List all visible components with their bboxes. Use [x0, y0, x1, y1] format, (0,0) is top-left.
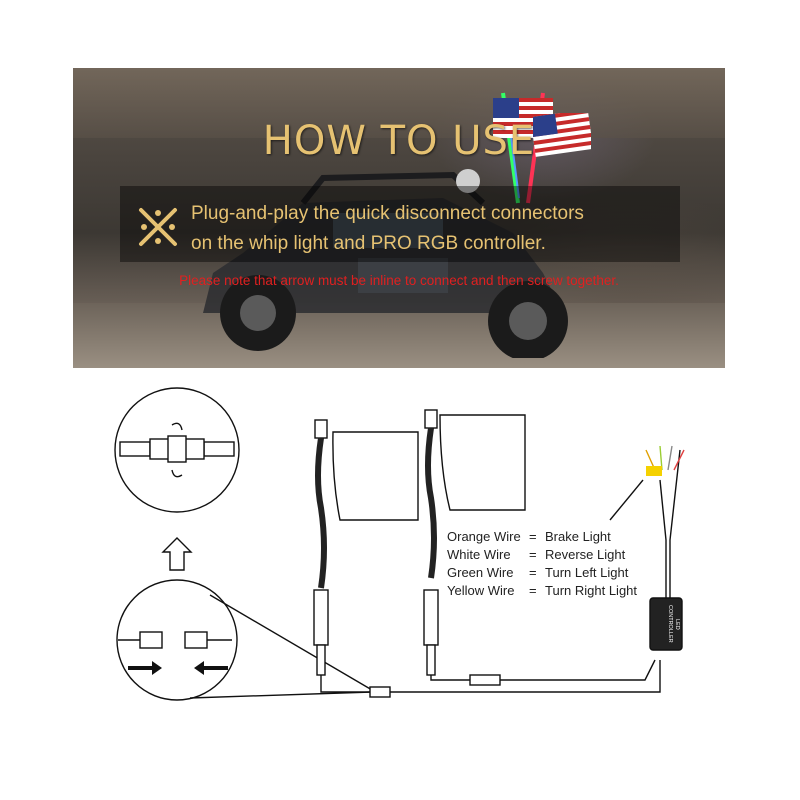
ground-background: [73, 303, 725, 368]
asterisk-icon: [139, 208, 177, 246]
utv-vehicle-image: [203, 169, 568, 358]
legend-wire: Orange Wire: [447, 529, 521, 544]
wiring-diagram: Orange Wire = Brake Light White Wire = R…: [0, 370, 800, 800]
warning-note: Please note that arrow must be inline to…: [179, 273, 619, 288]
legend-equals: =: [529, 565, 537, 580]
wire-legend: Orange Wire = Brake Light White Wire = R…: [447, 529, 647, 604]
legend-wire: Yellow Wire: [447, 583, 515, 598]
legend-row: Yellow Wire = Turn Right Light: [447, 583, 647, 601]
legend-row: Green Wire = Turn Left Light: [447, 565, 647, 583]
wiring-diagram-drawing: [114, 387, 685, 701]
american-flag-icon: [533, 113, 591, 157]
legend-equals: =: [529, 583, 537, 598]
legend-function: Reverse Light: [545, 547, 626, 562]
controller-label: LED CONTROLLER: [667, 605, 680, 643]
rock-background: [73, 68, 725, 138]
how-to-use-banner: HOW TO USE Plug-and-play the quick disco…: [73, 68, 725, 368]
instruction-box: [120, 186, 680, 262]
instruction-line-1: Plug-and-play the quick disconnect conne…: [191, 203, 584, 224]
legend-function: Turn Right Light: [545, 583, 638, 598]
legend-equals: =: [529, 529, 537, 544]
legend-row: Orange Wire = Brake Light: [447, 529, 647, 547]
instruction-line-2: on the whip light and PRO RGB controller…: [191, 233, 546, 254]
legend-row: White Wire = Reverse Light: [447, 547, 647, 565]
legend-function: Turn Left Light: [545, 565, 629, 580]
legend-function: Brake Light: [545, 529, 611, 544]
banner-title: HOW TO USE: [262, 118, 536, 164]
legend-wire: Green Wire: [447, 565, 514, 580]
legend-wire: White Wire: [447, 547, 511, 562]
legend-equals: =: [529, 547, 537, 562]
